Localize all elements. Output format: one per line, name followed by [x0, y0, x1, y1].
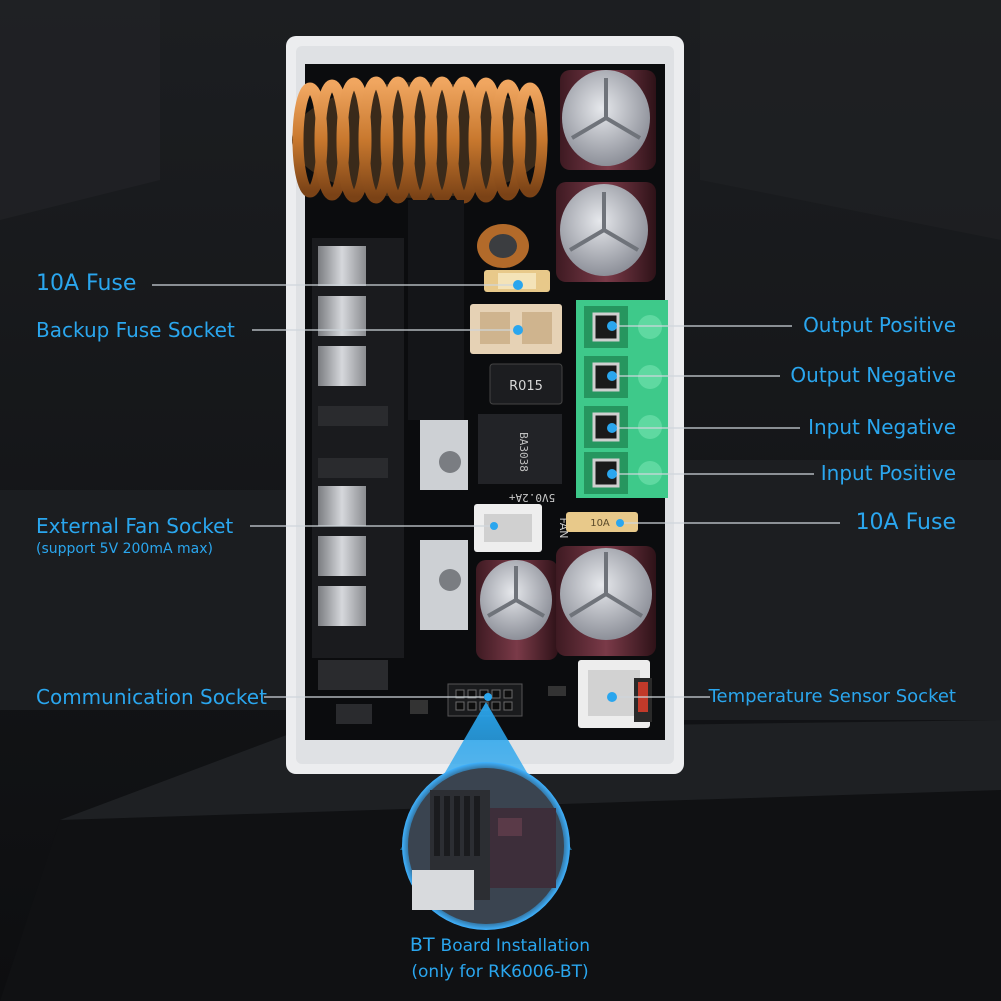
pcb-fuse: 10A [590, 518, 610, 529]
label-backup-fuse-socket: Backup Fuse Socket [36, 318, 235, 342]
label-external-fan-socket: External Fan Socket [36, 514, 234, 538]
bt-note: (only for RK6006-BT) [411, 962, 589, 982]
pcb-chip: BA3038 [517, 432, 530, 472]
pcb-r015: R015 [509, 379, 543, 394]
label-output-negative: Output Negative [790, 363, 956, 387]
label-communication-socket: Communication Socket [36, 685, 267, 709]
label-input-positive: Input Positive [820, 461, 956, 485]
label-10a-fuse-right: 10A Fuse [855, 510, 956, 535]
label-external-fan-note: (support 5V 200mA max) [36, 541, 213, 557]
label-output-positive: Output Positive [803, 313, 956, 337]
label-input-negative: Input Negative [808, 415, 956, 439]
pcb-fan-spec: 5V0.2A+ [508, 491, 555, 504]
bt-board-installation: Board Installation [440, 936, 591, 956]
label-temperature-sensor-socket: Temperature Sensor Socket [708, 686, 956, 707]
bt-word: BT [409, 934, 435, 956]
label-10a-fuse-left: 10A Fuse [36, 271, 137, 296]
